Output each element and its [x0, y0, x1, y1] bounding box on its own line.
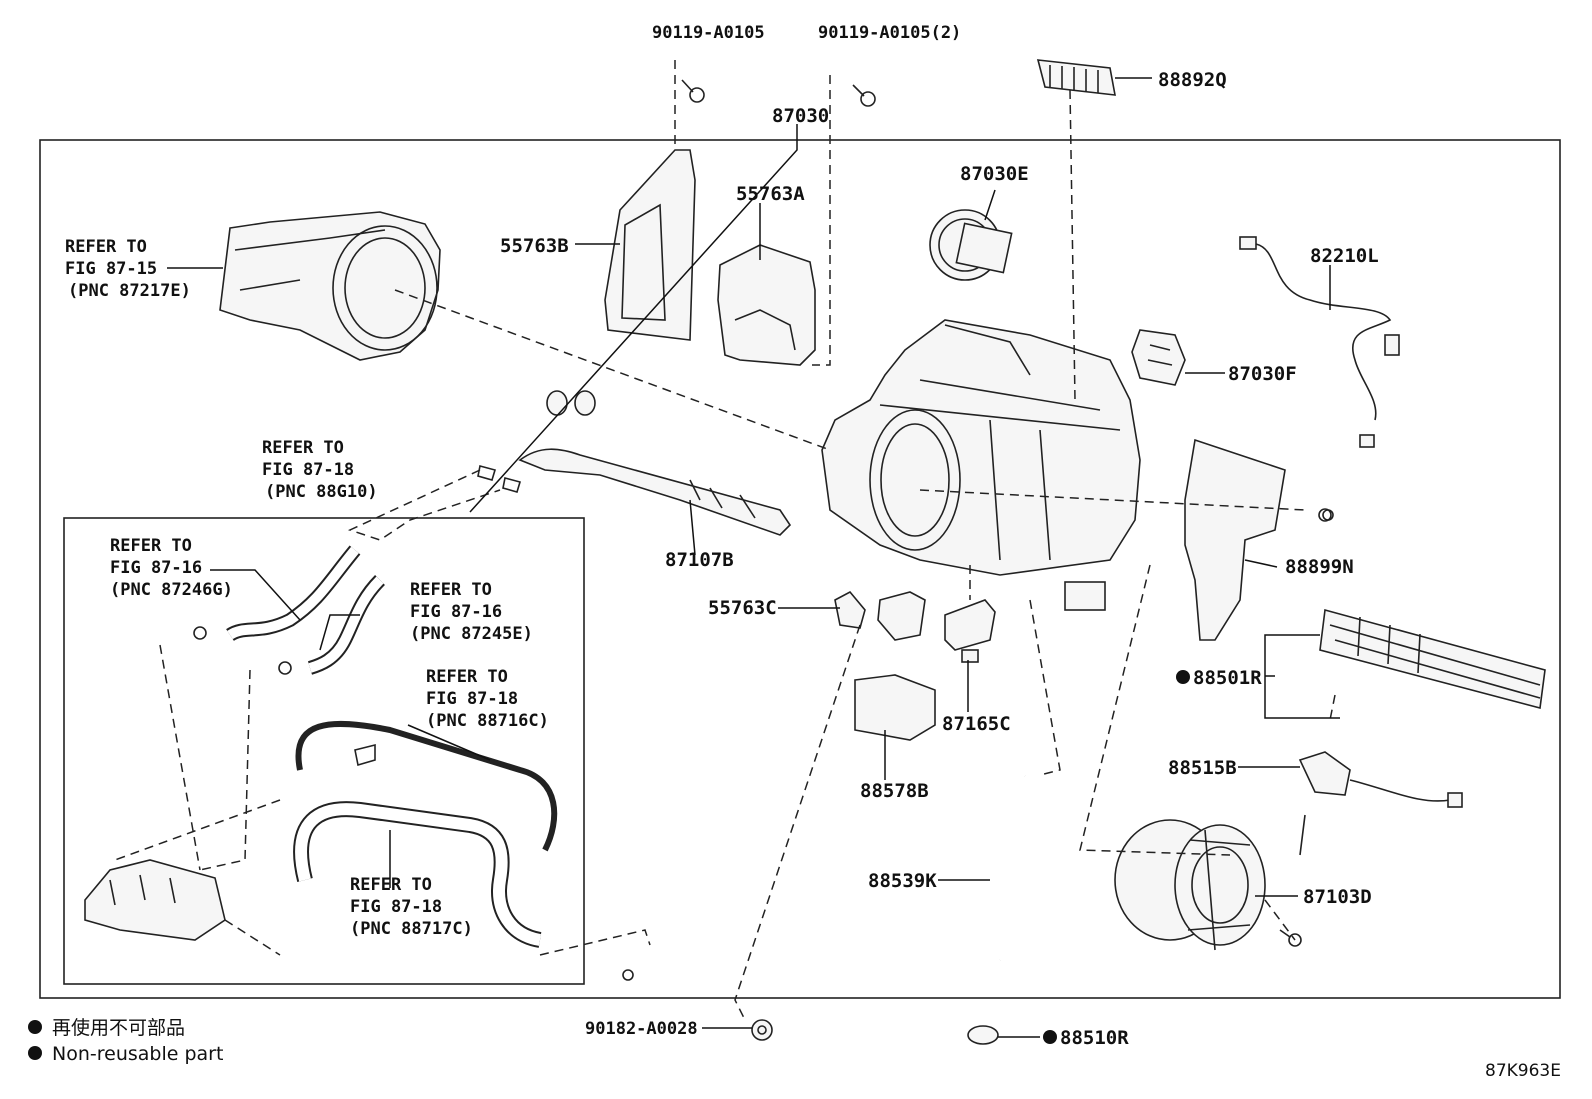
- refer-fig-87-16-87246g: REFER TO FIG 87-16 (PNC 87246G): [110, 536, 233, 600]
- label-55763c: 55763C: [708, 597, 777, 619]
- blower-motor-87103d-shape: [1114, 819, 1266, 951]
- label-90182-a0028: 90182-A0028: [585, 1019, 698, 1039]
- refer-fig-87-18-88716c: REFER TO FIG 87-18 (PNC 88716C): [426, 667, 549, 731]
- label-87165c: 87165C: [942, 713, 1011, 735]
- refer-line: (PNC 88716C): [426, 711, 549, 731]
- refer-line: FIG 87-18: [262, 460, 354, 480]
- refer-line: (PNC 87246G): [110, 580, 233, 600]
- refer-line: REFER TO: [110, 536, 192, 556]
- hose-88717c-shape: [293, 801, 542, 948]
- legend: 再使用不可部品 Non-reusable part: [28, 1017, 223, 1065]
- label-88510r: 88510R: [1060, 1027, 1129, 1049]
- grille-88892q-shape: [1036, 59, 1116, 96]
- label-88578b: 88578B: [860, 780, 929, 802]
- actuator-87030e-shape: [929, 209, 1013, 281]
- refer-line: FIG 87-15: [65, 259, 157, 279]
- refer-line: REFER TO: [350, 875, 432, 895]
- hose-88716c-shape: [295, 720, 558, 852]
- hose-subgroup-box: [63, 517, 585, 985]
- label-87030: 87030: [772, 105, 829, 127]
- refer-fig-87-15: REFER TO FIG 87-15 (PNC 87217E): [65, 237, 191, 301]
- legend-dot: [28, 1046, 42, 1060]
- refer-line: REFER TO: [410, 580, 492, 600]
- heater-unit-shape: [821, 319, 1141, 611]
- screw-cover-shape: [1318, 508, 1332, 522]
- resistor-87165c-shape: [944, 599, 996, 663]
- clip-shapes: [193, 626, 634, 981]
- refer-line: (PNC 87245E): [410, 624, 533, 644]
- label-87030e: 87030E: [960, 163, 1029, 185]
- cover-88899n-shape: [1184, 438, 1334, 641]
- label-88501r: 88501R: [1193, 667, 1262, 689]
- non-reusable-dot-88501r: [1176, 670, 1190, 684]
- legend-dot: [28, 1020, 42, 1034]
- refer-line: REFER TO: [262, 438, 344, 458]
- assembly-dashed-lines: [114, 60, 1336, 1021]
- refer-fig-87-16-87245e: REFER TO FIG 87-16 (PNC 87245E): [410, 580, 533, 644]
- label-55763a: 55763A: [736, 183, 805, 205]
- refer-fig-87-18-88717c: REFER TO FIG 87-18 (PNC 88717C): [350, 875, 473, 939]
- refer-line: REFER TO: [426, 667, 508, 687]
- refer-line: (PNC 88717C): [350, 919, 473, 939]
- valve-bracket-shape: [84, 859, 226, 941]
- screw-motor-shape: [1279, 929, 1302, 947]
- label-90119-a0105: 90119-A0105: [652, 23, 765, 43]
- refer-line: FIG 87-16: [110, 558, 202, 578]
- leader-lines: [167, 77, 1340, 1038]
- label-88899n: 88899N: [1285, 556, 1354, 578]
- refer-line: REFER TO: [65, 237, 147, 257]
- heater-core-87107b-shape: [518, 448, 792, 536]
- main-frame: [39, 139, 1561, 999]
- label-90119-a0105-2: 90119-A0105(2): [818, 23, 961, 43]
- diagram-code: 87K963E: [1485, 1061, 1561, 1081]
- refer-fig-87-18-88g10: REFER TO FIG 87-18 (PNC 88G10): [262, 438, 378, 502]
- grommet-88510r-shape: [967, 1025, 999, 1045]
- refer-line: FIG 87-16: [410, 602, 502, 622]
- refer-line: (PNC 88G10): [265, 482, 378, 502]
- label-82210l: 82210L: [1310, 245, 1379, 267]
- grommet-shapes: [477, 390, 596, 493]
- servo-87030f-shape: [1131, 329, 1186, 386]
- non-reusable-dot-88510r: [1043, 1030, 1057, 1044]
- duct-88578b-shape: [854, 674, 936, 741]
- screw-90119-a-shape: [681, 79, 705, 103]
- refer-line: (PNC 87217E): [68, 281, 191, 301]
- label-88892q: 88892Q: [1158, 69, 1227, 91]
- legend-japanese: 再使用不可部品: [52, 1017, 185, 1039]
- thermistor-88515b-shape: [1298, 751, 1463, 856]
- nut-90182-shape: [751, 1019, 773, 1041]
- refer-line: FIG 87-18: [426, 689, 518, 709]
- label-87107b: 87107B: [665, 549, 734, 571]
- hose-87245e-shape: [307, 575, 386, 675]
- bracket-55763c-shape: [834, 590, 926, 641]
- screw-90119-b-shape: [852, 84, 876, 107]
- label-88539k: 88539K: [868, 870, 937, 892]
- bracket-55763b-shape: [604, 149, 696, 341]
- refer-line: FIG 87-18: [350, 897, 442, 917]
- legend-english: Non-reusable part: [52, 1043, 223, 1065]
- hose-87246g-shape: [226, 545, 361, 642]
- drain-hose-88539k-shape: [979, 772, 1026, 961]
- label-87030f: 87030F: [1228, 363, 1297, 385]
- label-55763b: 55763B: [500, 235, 569, 257]
- blower-case-shape: [219, 211, 441, 361]
- label-88515b: 88515B: [1168, 757, 1237, 779]
- label-87103d: 87103D: [1303, 886, 1372, 908]
- harness-82210l-shape: [1239, 236, 1400, 448]
- bracket-55763a-shape: [717, 244, 816, 366]
- evaporator-88501r-shape: [1319, 608, 1546, 710]
